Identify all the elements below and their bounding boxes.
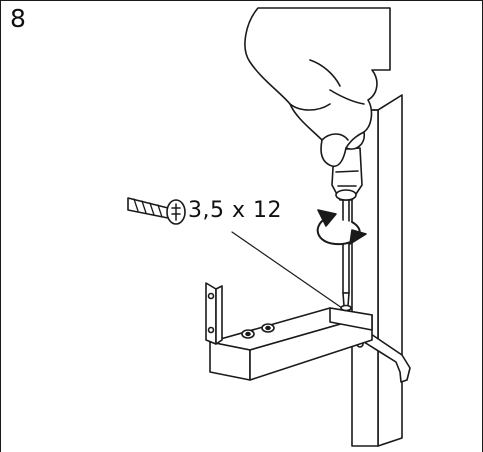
screw-icon xyxy=(127,197,186,225)
leader-line xyxy=(231,231,343,309)
step-number: 8 xyxy=(10,4,26,33)
hand xyxy=(244,7,391,168)
bracket-arm xyxy=(209,307,373,381)
rotation-arrow xyxy=(316,209,367,246)
screw-size-label: 3,5 x 12 xyxy=(188,198,282,223)
bracket-flange xyxy=(205,282,223,345)
bracket-screws xyxy=(241,323,275,339)
